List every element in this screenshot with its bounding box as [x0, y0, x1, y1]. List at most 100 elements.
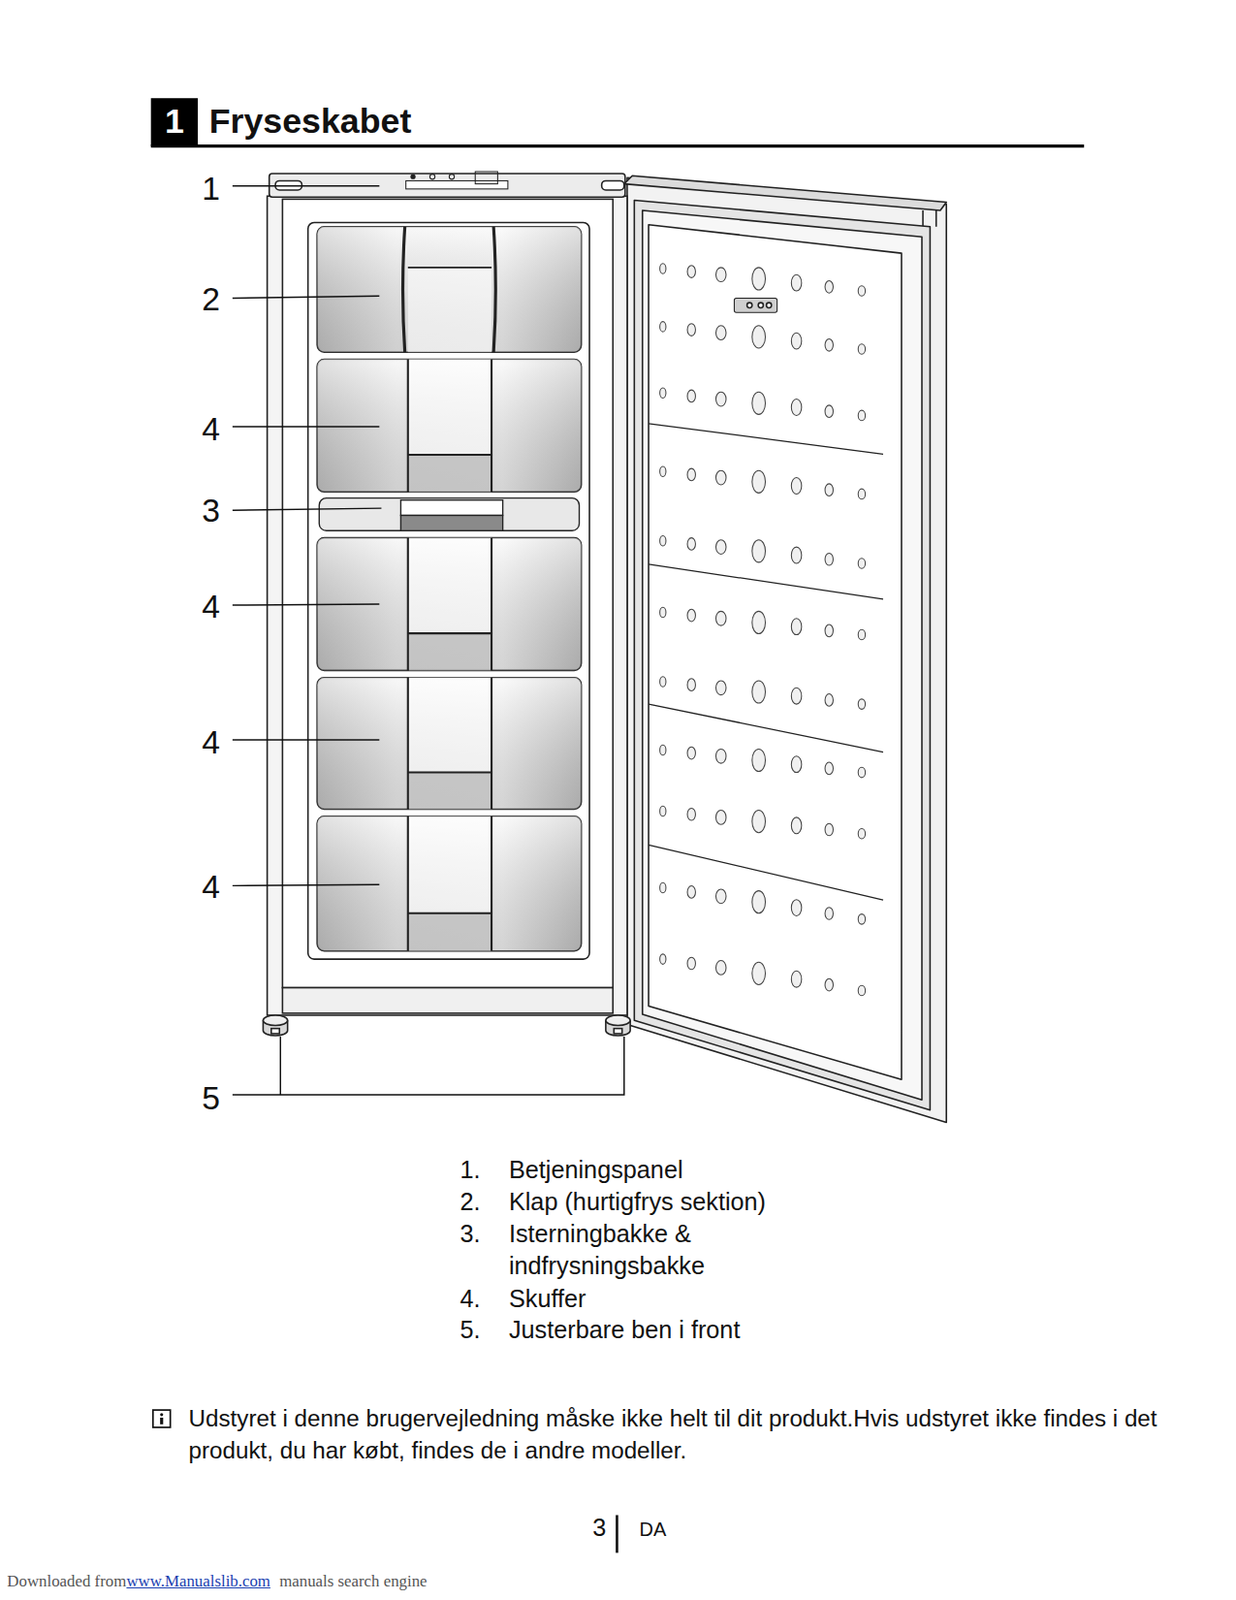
door-bump	[791, 817, 802, 834]
door-bump	[687, 265, 696, 279]
door-bump	[824, 339, 833, 352]
illustration-part	[408, 266, 492, 269]
illustration-part	[409, 771, 492, 809]
door-bump	[660, 744, 666, 756]
illustration-part	[282, 198, 613, 987]
door-bump	[791, 899, 802, 917]
door-bump	[687, 807, 696, 821]
door-bump	[660, 263, 666, 275]
door-bump	[715, 748, 727, 763]
door-bump	[791, 618, 802, 635]
list-number: 2.	[459, 1189, 480, 1214]
freezer-door	[624, 175, 947, 1122]
door-bump	[857, 914, 865, 925]
illustration-part	[232, 425, 380, 427]
illustration-part	[408, 538, 492, 671]
language-code: DA	[639, 1519, 667, 1539]
door-bump	[715, 391, 727, 407]
callout-number: 5	[201, 1081, 221, 1115]
door-bump	[687, 323, 696, 337]
illustration-part	[316, 677, 581, 810]
door-bump	[857, 984, 865, 996]
door-bump	[660, 676, 666, 688]
illustration-part	[232, 603, 380, 605]
door-bump	[715, 470, 727, 485]
door-bump	[857, 344, 865, 355]
door-bump	[715, 888, 727, 904]
door-bump	[687, 468, 696, 481]
page-divider	[615, 1514, 619, 1553]
list-number: 5.	[459, 1317, 480, 1342]
drawers	[316, 226, 581, 951]
door-bump	[752, 680, 766, 703]
door-bump	[660, 466, 666, 477]
illustration-part	[429, 174, 435, 180]
adjustable-feet	[262, 1014, 631, 1036]
illustration-part	[232, 185, 380, 187]
door-bump	[752, 325, 766, 349]
info-icon	[153, 1409, 171, 1427]
illustration-part	[308, 222, 590, 960]
door-bump	[824, 823, 833, 836]
illustration-part	[403, 226, 497, 352]
illustration-part	[316, 359, 581, 493]
door-bump	[824, 552, 833, 566]
door-bump	[752, 961, 766, 984]
door-bump	[660, 953, 666, 965]
door-bumps	[660, 263, 866, 996]
door-bump	[660, 882, 666, 893]
door-bump	[687, 746, 696, 760]
illustration-part	[267, 195, 628, 1015]
illustration-part	[153, 1409, 171, 1427]
illustration-part	[159, 1417, 163, 1425]
door-bump	[715, 680, 727, 696]
door-bump	[687, 538, 696, 551]
callout-number: 2	[201, 283, 221, 317]
illustration-part	[232, 884, 380, 886]
footer-text: Downloaded from	[6, 1573, 127, 1590]
door-bump	[715, 267, 727, 283]
illustration-part	[408, 677, 492, 810]
door-bump	[660, 606, 666, 618]
door-bump	[791, 477, 802, 495]
illustration-part	[409, 454, 492, 492]
footer-text: manuals search engine	[279, 1573, 427, 1590]
door-bump	[857, 285, 865, 297]
part-name: Betjeningspanel	[508, 1157, 684, 1182]
illustration-part	[316, 226, 581, 352]
freezer-cabinet	[267, 171, 628, 1015]
door-bump	[791, 687, 802, 704]
door-bump	[824, 281, 833, 294]
part-name: Justerbare ben i front	[508, 1317, 740, 1342]
door-bump	[857, 558, 865, 570]
list-number: 1.	[459, 1157, 480, 1182]
door-bump	[687, 608, 696, 622]
illustration-part	[733, 297, 777, 313]
door-bump	[687, 886, 696, 899]
door-bump	[687, 678, 696, 692]
door-bump	[660, 321, 666, 333]
illustration-part	[282, 987, 613, 1014]
door-bump	[660, 387, 666, 399]
door-bump	[791, 970, 802, 987]
door-bump	[824, 405, 833, 418]
illustration-part	[232, 1036, 625, 1095]
drawer	[316, 226, 581, 352]
page-number: 3	[592, 1515, 606, 1540]
callout-number: 4	[201, 590, 221, 624]
door-bump	[824, 694, 833, 707]
door-bump	[715, 610, 727, 626]
door-bump	[752, 391, 766, 414]
illustration-part	[602, 180, 625, 190]
illustration-part	[151, 97, 198, 146]
door-bump	[857, 827, 865, 839]
callout-number: 4	[201, 726, 221, 760]
door-bump	[715, 810, 727, 825]
display-dot	[766, 302, 772, 308]
part-name: Klap (hurtigfrys sektion)	[508, 1189, 766, 1214]
illustration-part	[409, 359, 492, 455]
drawer	[316, 816, 581, 951]
footer-link: www.Manualslib.com	[126, 1573, 270, 1590]
